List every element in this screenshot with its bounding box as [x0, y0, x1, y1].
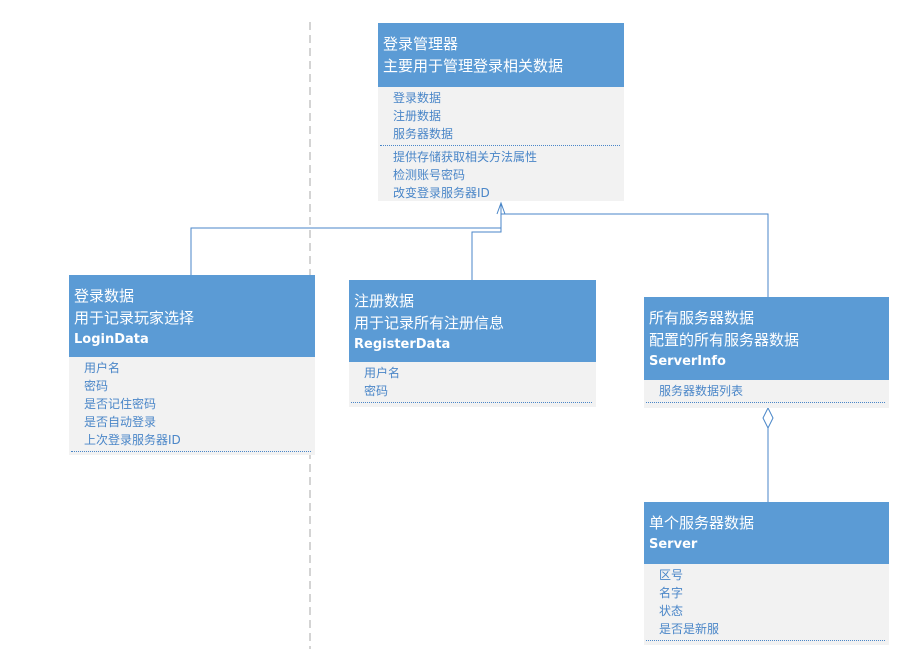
attribute: 登录数据 — [393, 91, 442, 105]
attribute: 密码 — [84, 379, 109, 393]
inheritance-arrow-icon — [496, 201, 506, 215]
separator — [646, 402, 885, 403]
separator — [71, 451, 311, 452]
class-subtitle: 配置的所有服务器数据 — [649, 331, 800, 349]
serverinfo-link — [501, 213, 769, 297]
attribute: 上次登录服务器ID — [84, 433, 181, 447]
class-title: 登录管理器 — [383, 35, 459, 53]
register-link — [471, 204, 502, 280]
class-subtitle: 用于记录所有注册信息 — [354, 314, 505, 332]
attribute: 密码 — [364, 384, 389, 398]
class-title: 所有服务器数据 — [649, 309, 755, 327]
separator — [646, 640, 885, 641]
class-header: 所有服务器数据 配置的所有服务器数据 ServerInfo — [644, 297, 889, 380]
class-body: 用户名 密码 — [349, 362, 596, 407]
attribute: 用户名 — [364, 366, 401, 380]
attribute: 名字 — [659, 586, 684, 600]
attribute: 是否是新服 — [659, 622, 720, 636]
attribute: 服务器数据列表 — [659, 384, 744, 398]
class-server-info[interactable]: 所有服务器数据 配置的所有服务器数据 ServerInfo 服务器数据列表 — [644, 297, 889, 408]
aggregation-diamond-icon — [762, 406, 774, 430]
class-title: 单个服务器数据 — [649, 514, 755, 532]
class-header: 登录数据 用于记录玩家选择 LoginData — [69, 275, 315, 357]
class-body: 服务器数据列表 — [644, 380, 889, 408]
attribute: 服务器数据 — [393, 127, 454, 141]
attribute: 区号 — [659, 568, 684, 582]
class-name: LoginData — [74, 332, 149, 347]
class-body: 区号 名字 状态 是否是新服 — [644, 564, 889, 645]
class-subtitle: 用于记录玩家选择 — [74, 309, 195, 327]
class-title: 登录数据 — [74, 287, 135, 305]
class-subtitle: 主要用于管理登录相关数据 — [383, 57, 564, 75]
attribute: 状态 — [659, 604, 684, 618]
separator — [380, 145, 620, 146]
class-name: ServerInfo — [649, 354, 726, 369]
class-header: 单个服务器数据 Server — [644, 502, 889, 564]
attribute: 注册数据 — [393, 109, 442, 123]
class-name: Server — [649, 537, 698, 552]
class-login-manager[interactable]: 登录管理器 主要用于管理登录相关数据 登录数据 注册数据 服务器数据 提供存储获… — [378, 23, 624, 201]
login-link — [190, 227, 501, 275]
separator — [351, 402, 592, 403]
class-body: 用户名 密码 是否记住密码 是否自动登录 上次登录服务器ID — [69, 357, 315, 455]
method: 检测账号密码 — [393, 168, 466, 182]
attribute: 是否记住密码 — [84, 397, 157, 411]
method: 改变登录服务器ID — [393, 186, 490, 200]
class-name: RegisterData — [354, 337, 451, 352]
class-title: 注册数据 — [354, 292, 415, 310]
method: 提供存储获取相关方法属性 — [393, 150, 538, 164]
attribute: 是否自动登录 — [84, 415, 157, 429]
class-header: 登录管理器 主要用于管理登录相关数据 — [378, 23, 624, 87]
class-body: 登录数据 注册数据 服务器数据 提供存储获取相关方法属性 检测账号密码 改变登录… — [378, 87, 624, 201]
attribute: 用户名 — [84, 361, 121, 375]
class-login-data[interactable]: 登录数据 用于记录玩家选择 LoginData 用户名 密码 是否记住密码 是否… — [69, 275, 315, 455]
class-register-data[interactable]: 注册数据 用于记录所有注册信息 RegisterData 用户名 密码 — [349, 280, 596, 407]
class-server[interactable]: 单个服务器数据 Server 区号 名字 状态 是否是新服 — [644, 502, 889, 645]
class-header: 注册数据 用于记录所有注册信息 RegisterData — [349, 280, 596, 362]
